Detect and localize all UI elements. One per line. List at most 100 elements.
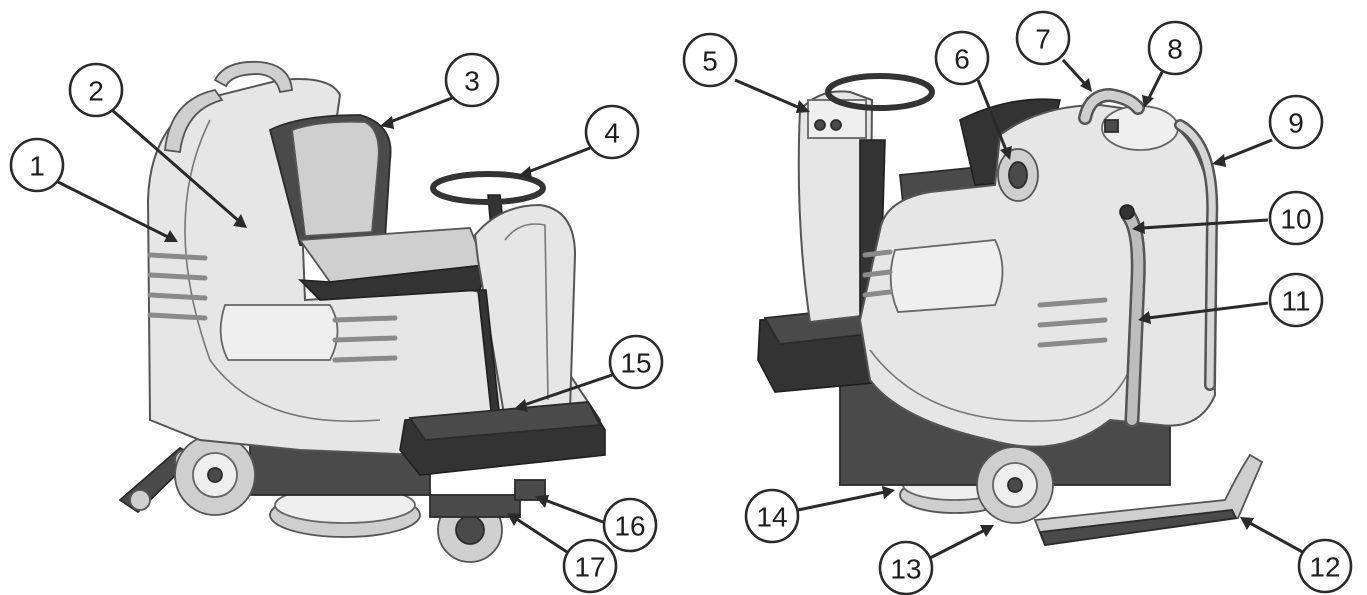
left-footboard-top	[408, 401, 602, 441]
leader-17	[514, 516, 568, 554]
right-rear-wheel-center	[1007, 477, 1023, 493]
right-steering-wheel	[825, 73, 935, 111]
right-rib-2	[862, 269, 893, 278]
left-front-bracket	[514, 479, 546, 501]
arrow-16	[535, 495, 549, 508]
leader-5	[734, 78, 801, 110]
leader-6	[976, 79, 1008, 151]
arrow-4	[518, 166, 532, 179]
arrow-9	[1212, 154, 1226, 167]
left-rib-4	[147, 312, 208, 321]
left-steering-wheel	[430, 171, 546, 205]
leader-9	[1221, 138, 1273, 162]
left-rib-1	[147, 252, 208, 261]
arrow-14	[882, 486, 895, 499]
arrow-2	[233, 214, 247, 228]
left-top-handle	[213, 60, 293, 94]
left-rib-3	[147, 292, 208, 301]
right-rib-6	[1037, 337, 1108, 348]
arrow-13	[980, 525, 994, 537]
right-rib-4	[1037, 297, 1108, 308]
right-squeegee-blade	[1038, 509, 1238, 546]
left-front-fork	[429, 494, 521, 518]
callout-17: 17	[562, 538, 618, 594]
callout-16-label: 16	[614, 511, 645, 542]
right-side-panel	[889, 239, 1004, 313]
callout-6-label: 6	[954, 44, 970, 75]
leader-12	[1247, 520, 1309, 557]
leader-3	[389, 96, 453, 124]
right-front-column	[797, 90, 874, 324]
arrow-3	[380, 116, 394, 129]
right-drain-hose-cap	[1119, 204, 1135, 220]
callout-9: 9	[1268, 94, 1324, 150]
callout-17-label: 17	[574, 552, 605, 583]
arrow-10	[1132, 221, 1145, 234]
callout-1: 1	[9, 137, 65, 193]
callout-10-label: 10	[1280, 204, 1311, 235]
callout-4: 4	[584, 104, 640, 160]
callout-8-label: 8	[1167, 34, 1183, 65]
callout-14-label: 14	[756, 502, 787, 533]
left-rear-wheel-center	[207, 467, 223, 483]
callout-16: 16	[602, 497, 658, 553]
leader-13	[929, 528, 986, 560]
callout-1-label: 1	[29, 151, 45, 182]
callout-5: 5	[682, 32, 738, 88]
right-rib-3	[862, 289, 893, 298]
callout-13-label: 13	[890, 554, 921, 585]
left-machine-illustration	[118, 60, 606, 563]
callout-5-label: 5	[702, 46, 718, 77]
leader-11	[1147, 301, 1269, 320]
callout-14: 14	[744, 488, 800, 544]
callout-9-label: 9	[1288, 108, 1304, 139]
right-machine-illustration	[757, 73, 1264, 546]
right-control-knob-2	[830, 119, 842, 131]
arrow-7	[1080, 78, 1092, 92]
callout-6: 6	[934, 30, 990, 86]
callouts: 1 2 3 4 5 6 7 8	[9, 10, 1353, 595]
leader-2	[111, 108, 241, 224]
left-seat-back-cushion	[291, 120, 380, 237]
right-dome-latch	[1104, 119, 1119, 133]
left-front-column	[473, 203, 577, 422]
arrow-12	[1240, 517, 1254, 530]
leader-15	[523, 373, 613, 407]
left-rib-7	[332, 355, 398, 363]
arrow-6	[1000, 146, 1012, 160]
right-tank-cap-inner	[1008, 161, 1028, 189]
leader-lines	[57, 58, 1309, 560]
callout-12-label: 12	[1309, 552, 1340, 583]
left-front-column-inner	[504, 223, 549, 401]
callout-7: 7	[1015, 10, 1071, 66]
left-rib-6	[332, 335, 398, 343]
left-hood-curve	[184, 119, 381, 423]
callout-12: 12	[1297, 538, 1353, 594]
arrow-15	[514, 399, 528, 412]
callout-4-label: 4	[604, 118, 620, 149]
leader-7	[1061, 58, 1087, 86]
callout-3: 3	[444, 52, 500, 108]
callout-2-label: 2	[88, 76, 104, 107]
callout-7-label: 7	[1035, 24, 1051, 55]
leader-8	[1146, 71, 1164, 101]
arrow-1	[164, 230, 178, 242]
right-rib-1	[862, 249, 893, 258]
leader-10	[1141, 218, 1269, 230]
leader-14	[797, 490, 886, 512]
callout-10: 10	[1268, 190, 1324, 246]
callout-15: 15	[608, 334, 664, 390]
arrow-5	[796, 100, 810, 113]
arrow-8	[1142, 95, 1154, 108]
callout-11: 11	[1268, 272, 1324, 328]
left-front-wheel-hub	[455, 515, 485, 545]
arrow-17	[507, 513, 521, 526]
right-hood-curve	[869, 329, 1141, 422]
left-side-panel	[219, 304, 339, 361]
callout-3-label: 3	[464, 66, 480, 97]
left-rib-2	[147, 272, 208, 281]
leader-4	[527, 146, 591, 174]
callout-8: 8	[1147, 20, 1203, 76]
